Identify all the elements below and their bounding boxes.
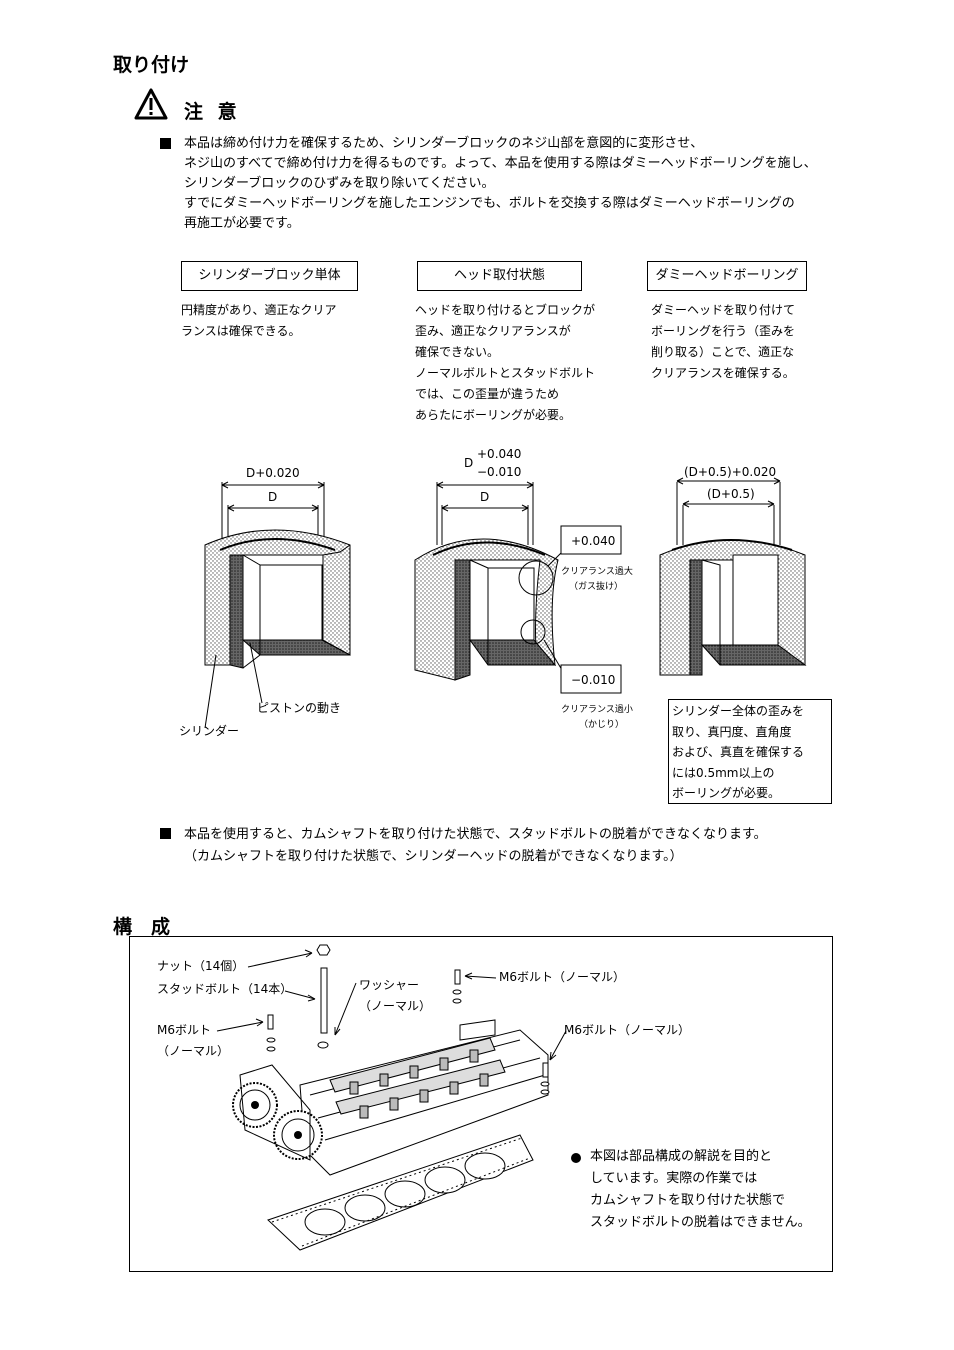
notice-line: シリンダーブロックのひずみを取り除いてください。 xyxy=(184,176,495,191)
column-header-dummy: ダミーヘッドボーリング xyxy=(647,261,807,291)
composition-note: 本図は部品構成の解説を目的と しています。実際の作業では カムシャフトを取り付け… xyxy=(590,1146,811,1234)
column-line: 円精度があり、適正なクリア xyxy=(181,303,337,317)
section-title-composition: 構 成 xyxy=(113,916,171,938)
notice-line: ネジ山のすべてで締め付け力を得るものです。よって、本品を使用する際はダミーヘッド… xyxy=(184,156,817,171)
d3-inner-label: (D+0.5) xyxy=(707,487,755,501)
column-line: ダミーヘッドを取り付けて xyxy=(651,303,796,317)
leader-arrows xyxy=(216,949,567,1061)
d2-small-label: クリアランス過小 xyxy=(561,704,633,715)
label-m6-left-line: （ノーマル） xyxy=(157,1044,230,1058)
cylinder-block-figure xyxy=(204,481,351,669)
column-text-block: 円精度があり、適正なクリア ランスは確保できる。 xyxy=(181,300,337,342)
head-gasket xyxy=(267,1134,534,1251)
notice-text: 本品は締め付け力を確保するため、シリンダーブロックのネジ山部を意図的に変形させ、… xyxy=(184,134,817,234)
d3-note-line: シリンダー全体の歪みを xyxy=(672,704,805,718)
notice-line: 再施工が必要です。 xyxy=(184,216,300,231)
column-line: ボーリングを行う（歪みを xyxy=(651,324,796,338)
label-nut: ナット（14個） xyxy=(157,959,245,973)
parts-exploded xyxy=(266,944,550,1095)
label-m6-left-line: M6ボルト xyxy=(157,1023,211,1037)
notice-line: 本品は締め付け力を確保するため、シリンダーブロックのネジ山部を意図的に変形させ、 xyxy=(184,136,704,151)
bullet-square xyxy=(160,138,171,149)
head-installed-figure xyxy=(414,481,563,681)
d2-plus-label: +0.040 xyxy=(477,447,521,461)
composition-note-line: 本図は部品構成の解説を目的と xyxy=(590,1149,773,1164)
d2-large-label: クリアランス過大 xyxy=(561,565,633,577)
cylinder-label: シリンダー xyxy=(179,723,239,738)
notice-line: すでにダミーヘッドボーリングを施したエンジンでも、ボルトを交換する際はダミーヘッ… xyxy=(184,196,795,211)
label-m6-left: M6ボルト （ノーマル） xyxy=(157,1020,229,1062)
d2-box-minus: −0.010 xyxy=(571,673,615,687)
label-washer-line: ワッシャー xyxy=(359,978,420,992)
label-m6-top: M6ボルト（ノーマル） xyxy=(499,970,625,984)
column-line: では、この歪量が違うため xyxy=(415,387,560,401)
d3-note-box: シリンダー全体の歪みを 取り、真円度、直角度 および、真直を確保する には0.5… xyxy=(668,699,832,804)
d1-outer-label: D+0.020 xyxy=(246,466,300,480)
warning-icon xyxy=(134,88,168,120)
piston-label: ピストンの動き xyxy=(257,701,341,715)
notice2-line: （カムシャフトを取り付けた状態で、シリンダーヘッドの脱着ができなくなります。） xyxy=(184,849,683,864)
column-text-head: ヘッドを取り付けるとブロックが 歪み、適正なクリアランスが 確保できない。 ノー… xyxy=(415,300,595,426)
column-line: 削り取る）ことで、適正な xyxy=(651,345,795,359)
cam-gears xyxy=(232,1064,323,1161)
cylinder-diagram: D+0.020 D ピストンの動き シリンダー D +0.040 −0.010 … xyxy=(179,447,807,738)
label-stud: スタッドボルト（14本） xyxy=(157,982,293,996)
d2-large-sub: （ガス抜け） xyxy=(569,580,623,592)
column-line: 確保できない。 xyxy=(415,345,500,359)
d2-inner-label: D xyxy=(480,490,489,504)
label-washer-line: （ノーマル） xyxy=(359,999,432,1013)
d2-D-label: D xyxy=(464,456,473,470)
d1-inner-label: D xyxy=(268,490,277,504)
column-line: あらたにボーリングが必要。 xyxy=(415,408,572,422)
engine-parts-illustration xyxy=(216,944,567,1251)
composition-note-line: しています。実際の作業では xyxy=(590,1171,758,1186)
d3-note-line: には0.5mm以上の xyxy=(672,765,775,780)
column-line: 歪み、適正なクリアランスが xyxy=(415,324,571,338)
composition-note-line: カムシャフトを取り付けた状態で xyxy=(590,1193,786,1208)
notice2-text: 本品を使用すると、カムシャフトを取り付けた状態で、スタッドボルトの脱着ができなく… xyxy=(184,824,767,868)
dummy-boring-figure xyxy=(659,477,807,676)
label-m6-right: M6ボルト（ノーマル） xyxy=(564,1023,690,1037)
d3-note-line: ボーリングが必要。 xyxy=(672,786,781,800)
column-line: ノーマルボルトとスタッドボルト xyxy=(415,366,596,380)
d3-note-line: および、真直を確保する xyxy=(672,745,805,759)
bullet-square xyxy=(160,828,171,839)
notice2-line: 本品を使用すると、カムシャフトを取り付けた状態で、スタッドボルトの脱着ができなく… xyxy=(184,827,767,842)
column-header-block: シリンダーブロック単体 xyxy=(181,261,358,291)
note-bullet-icon xyxy=(571,1153,581,1163)
column-text-dummy: ダミーヘッドを取り付けて ボーリングを行う（歪みを 削り取る）ことで、適正な ク… xyxy=(651,300,795,384)
column-line: ランスは確保できる。 xyxy=(181,324,301,338)
composition-frame xyxy=(129,936,833,1272)
composition-note-line: スタッドボルトの脱着はできません。 xyxy=(590,1215,811,1230)
column-line: クリアランスを確保する。 xyxy=(651,366,795,380)
d3-outer-label: (D+0.5)+0.020 xyxy=(684,465,776,479)
caution-heading: 注 意 xyxy=(184,101,241,123)
column-line: ヘッドを取り付けるとブロックが xyxy=(415,303,596,317)
d2-box-plus: +0.040 xyxy=(571,534,615,548)
d2-minus-label: −0.010 xyxy=(477,465,521,479)
section-title-install: 取り付け xyxy=(113,54,190,76)
column-header-head: ヘッド取付状態 xyxy=(417,261,582,291)
d2-small-sub: （かじり） xyxy=(579,719,624,730)
label-washer: ワッシャー （ノーマル） xyxy=(359,975,431,1017)
d3-note-line: 取り、真円度、直角度 xyxy=(672,724,792,739)
